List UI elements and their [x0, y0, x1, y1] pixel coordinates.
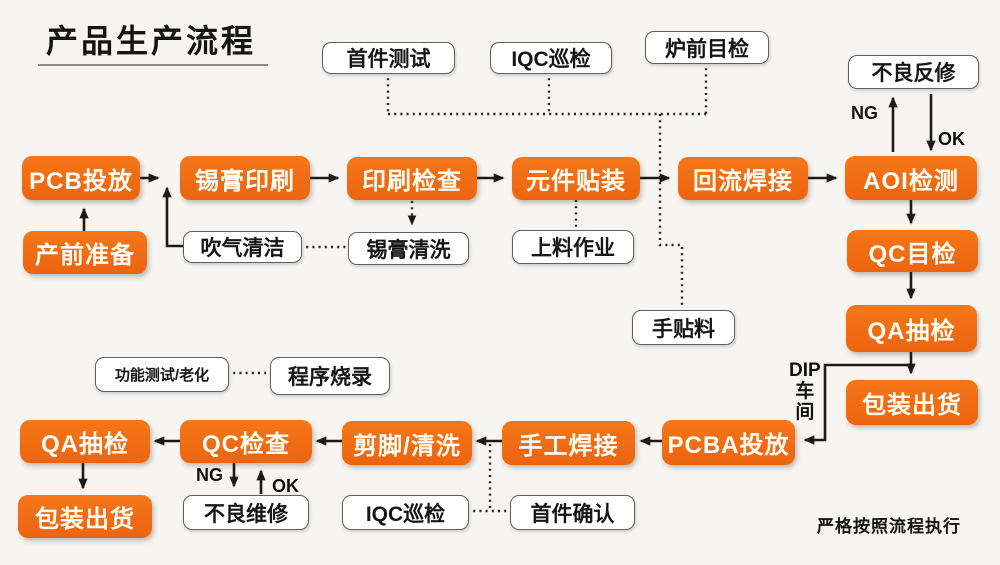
node-pack-ship-bottom: 包装出货: [18, 495, 152, 538]
node-reflow: 回流焊接: [678, 157, 808, 200]
note-defect-rework: 不良反修: [848, 55, 979, 89]
node-pre-prod: 产前准备: [23, 231, 147, 274]
node-smt-place: 元件贴装: [512, 157, 640, 200]
slogan-text: 严格按照流程执行: [817, 517, 961, 536]
note-furnace-visual: 炉前目检: [645, 31, 769, 64]
node-qa-sample-bottom: QA抽检: [20, 420, 150, 463]
label-ok-top: OK: [938, 129, 965, 149]
node-print-inspect: 印刷检查: [347, 157, 477, 200]
note-loading-op: 上料作业: [512, 230, 634, 264]
node-paste-print: 锡膏印刷: [180, 156, 310, 200]
node-pack-ship-right: 包装出货: [846, 380, 978, 425]
note-program-burn: 程序烧录: [270, 357, 390, 395]
node-hand-solder: 手工焊接: [502, 421, 635, 465]
note-defect-repair: 不良维修: [183, 495, 309, 530]
node-pcba-input: PCBA投放: [662, 420, 795, 465]
node-qa-sample-right: QA抽检: [846, 305, 977, 352]
node-pcb-input: PCB投放: [22, 156, 140, 200]
label-dip-workshop: DIP 车 间: [789, 360, 821, 423]
note-iqc-patrol-bottom: IQC巡检: [342, 495, 469, 530]
label-dip-line3: 间: [795, 402, 815, 423]
note-hand-place: 手贴料: [632, 310, 735, 345]
label-dip-line2: 车: [795, 381, 815, 402]
label-ng-bottom: NG: [196, 465, 223, 485]
label-ok-bottom: OK: [272, 476, 299, 496]
arrow-blowclean-to-flow: [162, 186, 183, 248]
note-iqc-patrol-top: IQC巡检: [490, 42, 612, 74]
dotted-bus-to-handplace: [658, 114, 684, 307]
label-dip-line1: DIP: [789, 360, 821, 381]
title-underline: [38, 64, 268, 66]
note-blow-clean: 吹气清洁: [183, 231, 302, 263]
note-func-test-aging: 功能测试/老化: [95, 357, 229, 392]
label-ng-top: NG: [851, 103, 878, 123]
node-aoi: AOI检测: [845, 156, 977, 200]
node-qc-visual: QC目检: [847, 230, 978, 272]
note-paste-clean: 锡膏清洗: [348, 232, 469, 265]
node-cut-clean: 剪脚/清洗: [342, 421, 472, 465]
node-qc-check: QC检查: [180, 420, 312, 463]
page-title: 产品生产流程: [46, 23, 257, 59]
note-first-confirm: 首件确认: [510, 495, 635, 530]
note-first-article-test: 首件测试: [322, 42, 455, 74]
